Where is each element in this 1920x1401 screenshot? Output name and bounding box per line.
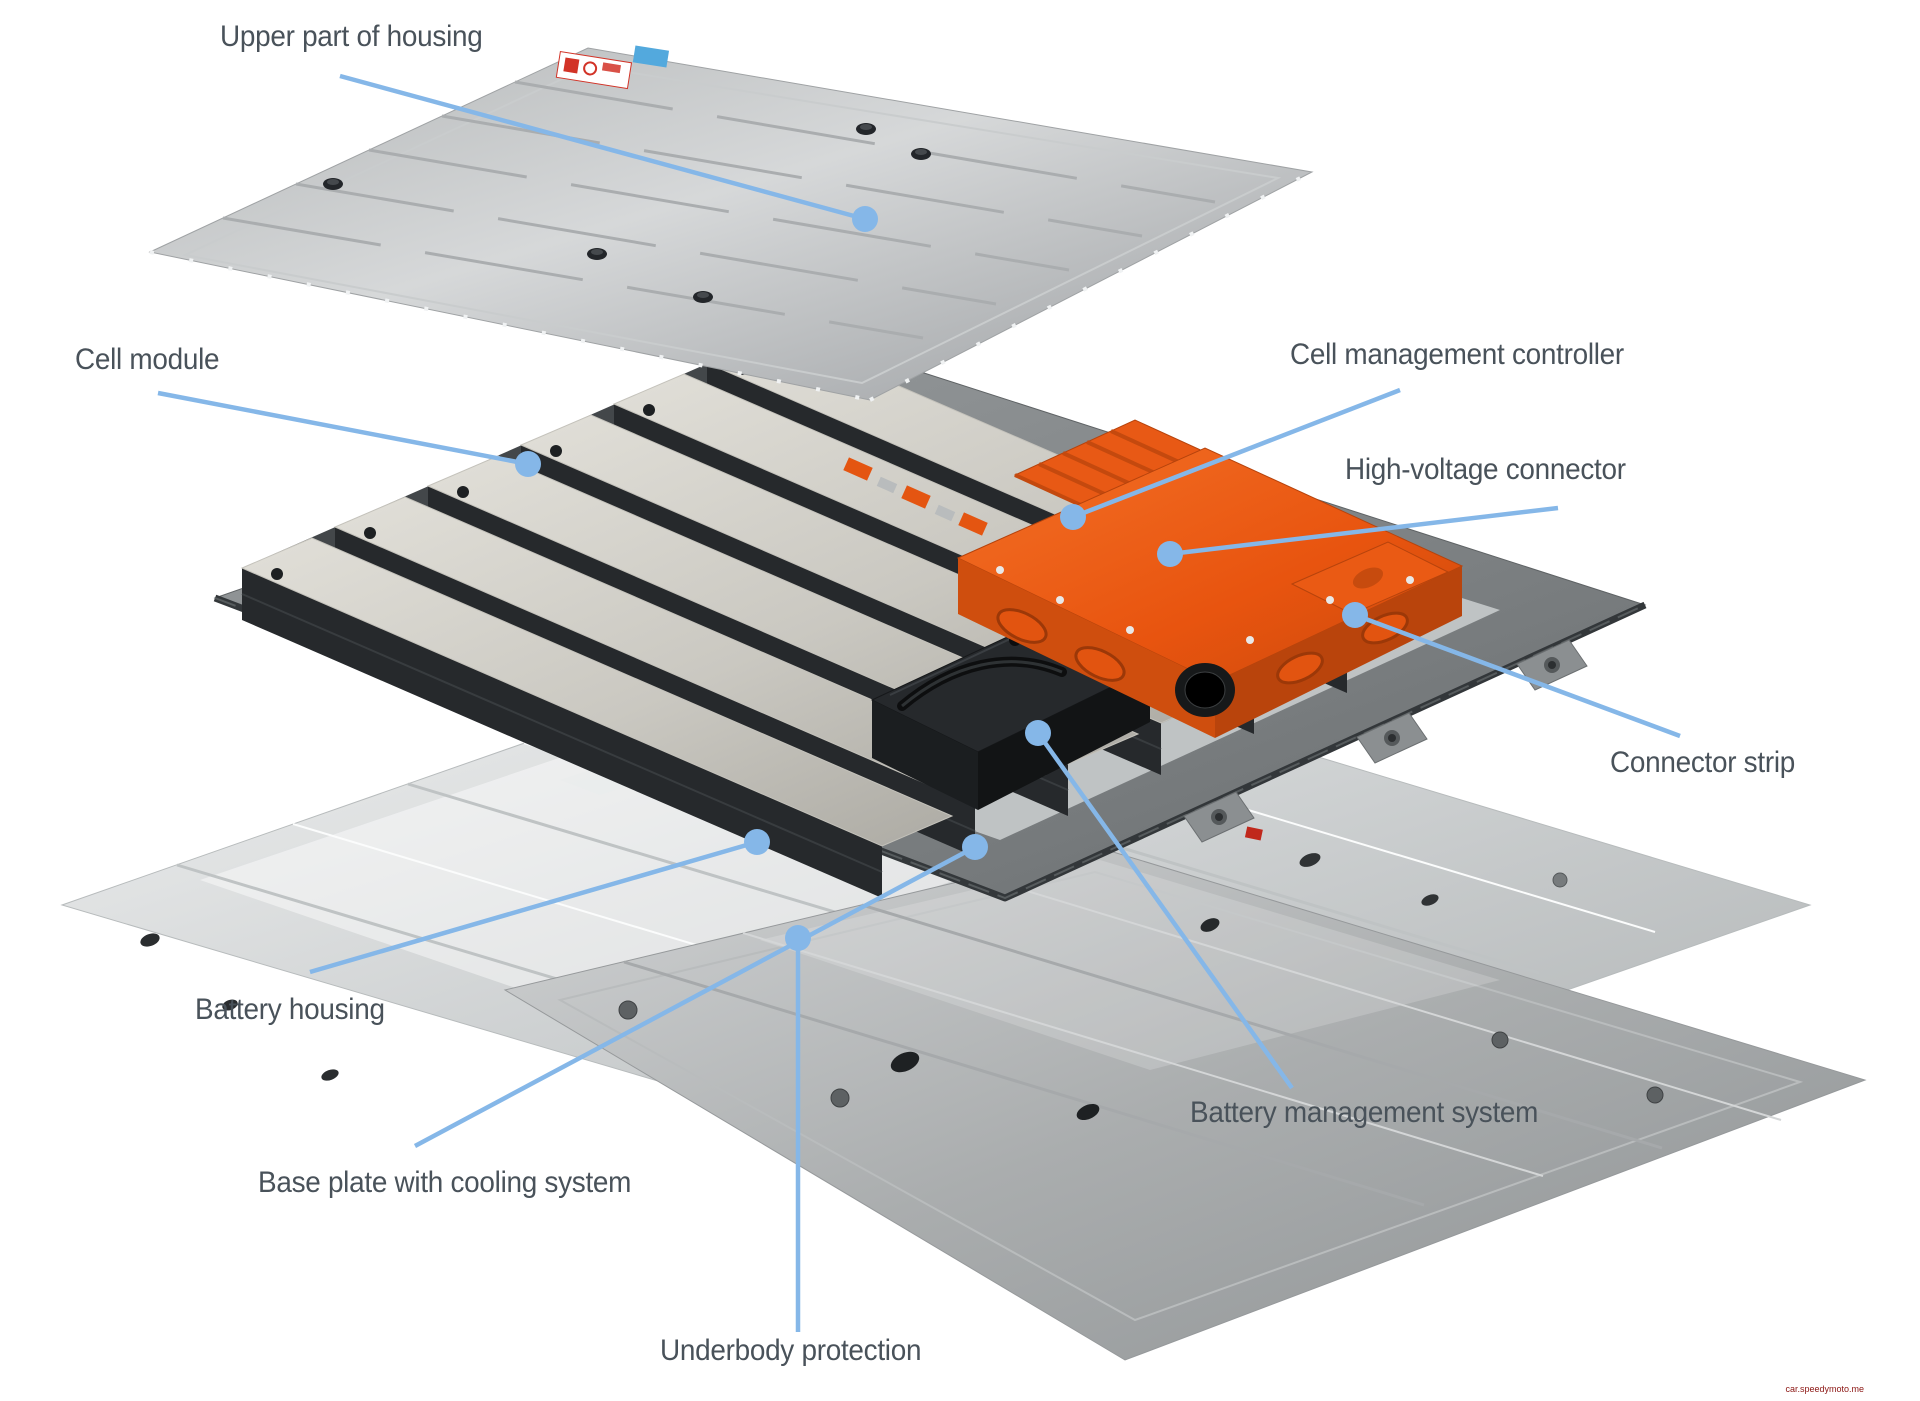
blue-sticker xyxy=(632,45,670,68)
callout-dot-base-plate xyxy=(962,834,988,860)
callout-line-battery-housing xyxy=(309,839,758,975)
cell-module-part xyxy=(240,537,954,898)
warning-sticker xyxy=(555,51,633,90)
leader-lines xyxy=(157,73,1681,1332)
callout-line-connector-strip xyxy=(1354,612,1681,739)
callout-dot-connector-strip xyxy=(1342,602,1368,628)
connector-strip-part xyxy=(1290,541,1450,615)
callout-label-battery-housing: Battery housing xyxy=(195,993,385,1026)
cell-management-controller-strip xyxy=(843,457,988,536)
leader-dots xyxy=(515,206,1368,951)
callout-label-upper-housing: Upper part of housing xyxy=(220,20,483,53)
callout-label-base-plate: Base plate with cooling system xyxy=(258,1166,632,1199)
callout-dot-battery-housing xyxy=(744,829,770,855)
callout-label-cell-mgmt: Cell management controller xyxy=(1290,338,1624,371)
callout-label-hv-connector: High-voltage connector xyxy=(1345,453,1626,486)
callout-line-upper-housing xyxy=(339,73,866,222)
callout-dot-bms xyxy=(1025,720,1051,746)
callout-line-cell-mgmt xyxy=(1072,387,1401,520)
callout-label-connector-strip: Connector strip xyxy=(1610,746,1796,779)
callout-dot-cell-mgmt xyxy=(1060,504,1086,530)
callout-dot-hv-connector xyxy=(1157,541,1183,567)
callout-line-bms xyxy=(1036,731,1294,1090)
hv-assembly xyxy=(956,419,1464,738)
callout-dot-cell-module xyxy=(515,451,541,477)
callout-line-hv-connector xyxy=(1169,505,1559,557)
callout-label-underbody: Underbody protection xyxy=(660,1334,922,1367)
callout-line-cell-module xyxy=(157,390,529,467)
callout-label-cell-module: Cell module xyxy=(75,343,220,376)
upper-housing-layer xyxy=(148,45,1314,402)
callout-dot-upper-housing xyxy=(852,206,878,232)
watermark-text: car.speedymoto.me xyxy=(1785,1384,1864,1394)
callout-dot-underbody xyxy=(785,925,811,951)
underbody-layer xyxy=(503,847,1867,1361)
callout-label-bms: Battery management system xyxy=(1190,1096,1539,1129)
callout-line-base-plate xyxy=(413,845,977,1148)
